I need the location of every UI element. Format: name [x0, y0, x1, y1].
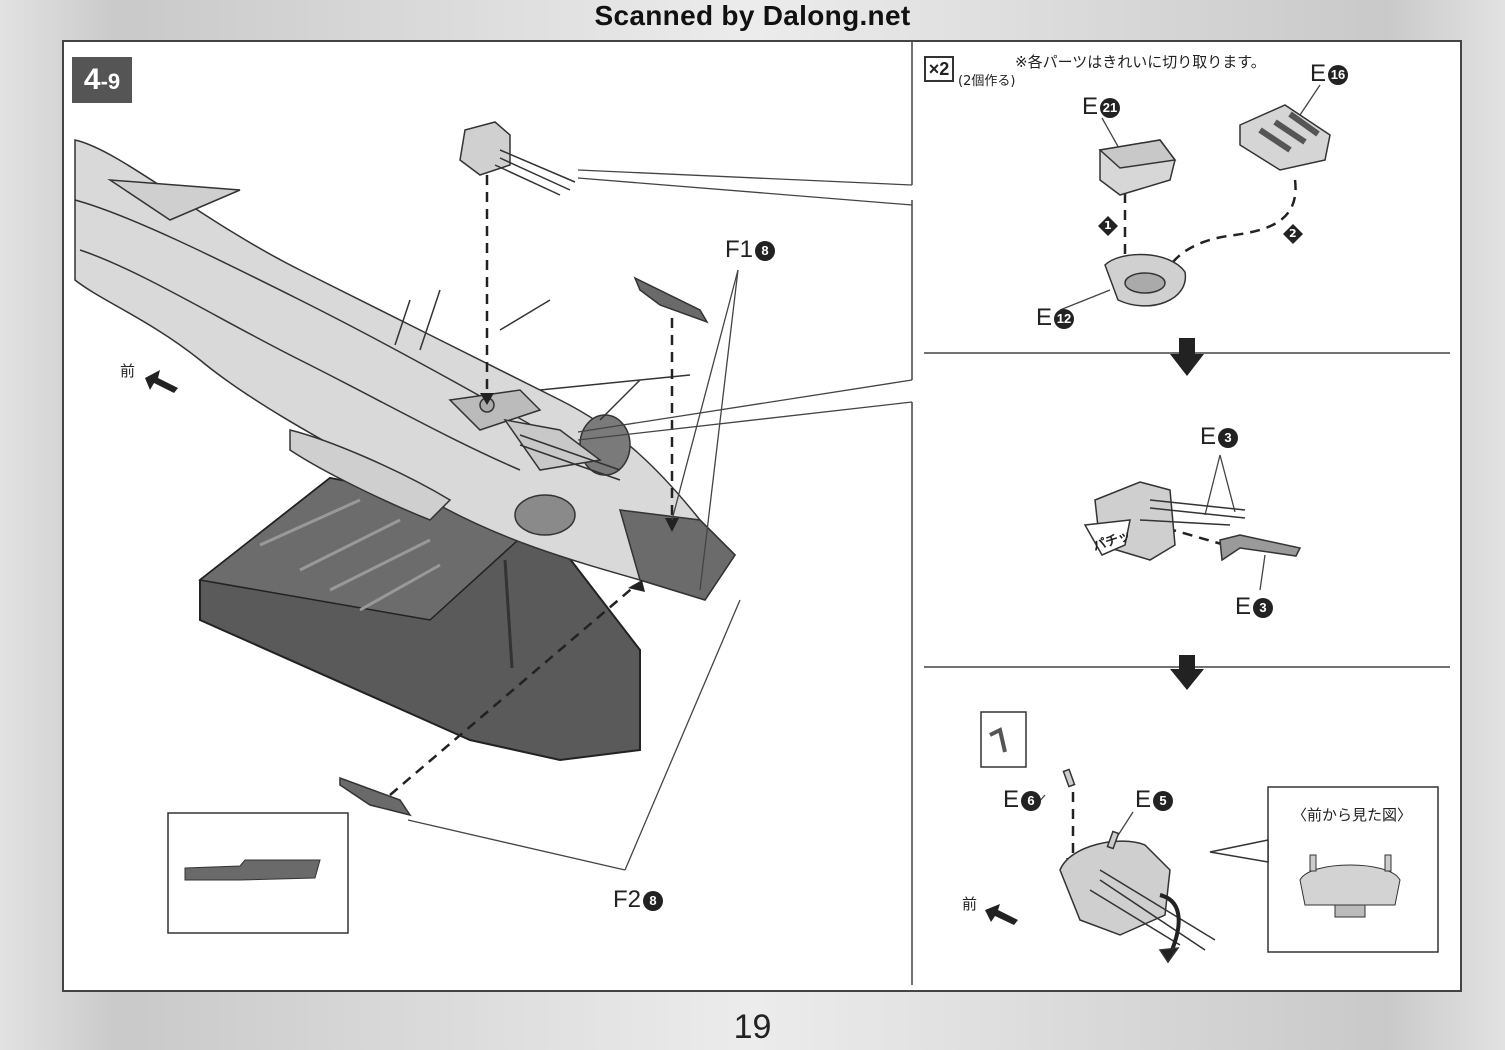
part-f1-number: 8 [755, 241, 776, 261]
front-view-box [1209, 786, 1439, 953]
step-sub: -9 [100, 69, 121, 94]
e6-detail-inset [980, 711, 1027, 768]
part-e16-letter: E [1310, 60, 1327, 87]
fin-part-f2 [339, 776, 412, 817]
part-e3-top-letter: E [1200, 423, 1217, 450]
part-e3-bottom-letter: E [1235, 593, 1252, 620]
front-view-title: 〈前から見た図〉 [1292, 806, 1413, 824]
watermark: Scanned by Dalong.net [594, 0, 911, 31]
inset-part-detail [167, 812, 349, 934]
front-direction-label: 前 [120, 362, 136, 380]
step-badges [1098, 216, 1303, 244]
turret-assembly-mid [1083, 481, 1302, 562]
step-number: 4-9 [72, 57, 132, 103]
part-e5-letter: E [1135, 786, 1152, 813]
quantity-note: (2個作る) [958, 74, 1016, 89]
page-number: 19 [733, 1008, 772, 1046]
turret-assembly-bottom [1059, 768, 1216, 964]
part-e16-shape [1239, 104, 1331, 171]
part-e12-number: 12 [1054, 309, 1075, 329]
down-arrow-1 [1170, 338, 1204, 376]
front-arrow-right [985, 904, 1018, 925]
down-arrow-2 [1170, 655, 1204, 690]
assembly-arrowheads [480, 260, 1167, 870]
part-e3-top-number: 3 [1218, 428, 1239, 448]
step-badge-1-label: 1 [1104, 219, 1112, 232]
part-e12-letter: E [1036, 304, 1053, 331]
step-main: 4 [83, 63, 101, 96]
part-f2-letter: F2 [613, 886, 642, 913]
cut-note: ※各パーツはきれいに切り取ります。 [1015, 53, 1266, 71]
ship-model [74, 139, 736, 601]
part-e21-number: 21 [1100, 98, 1121, 118]
leader-lines [407, 84, 1321, 871]
part-e21-letter: E [1082, 93, 1099, 120]
part-f2-number: 8 [643, 891, 664, 911]
step-badge-2-label: 2 [1289, 227, 1297, 240]
part-e3-bottom-number: 3 [1253, 598, 1274, 618]
part-e12-shape [1104, 253, 1187, 307]
display-stand [198, 476, 641, 762]
part-e16-number: 16 [1328, 65, 1349, 85]
fin-part-f1 [633, 276, 709, 324]
part-e6-letter: E [1003, 786, 1020, 813]
part-e6-number: 6 [1021, 791, 1042, 811]
front-arrow-left [145, 370, 178, 393]
turret-part-left [459, 121, 576, 196]
part-f1-letter: F1 [725, 236, 754, 263]
part-e5-number: 5 [1153, 791, 1174, 811]
part-e21-shape [1098, 139, 1177, 196]
front-direction-label-right: 前 [962, 895, 978, 913]
quantity-badge: ×2 [924, 56, 954, 82]
